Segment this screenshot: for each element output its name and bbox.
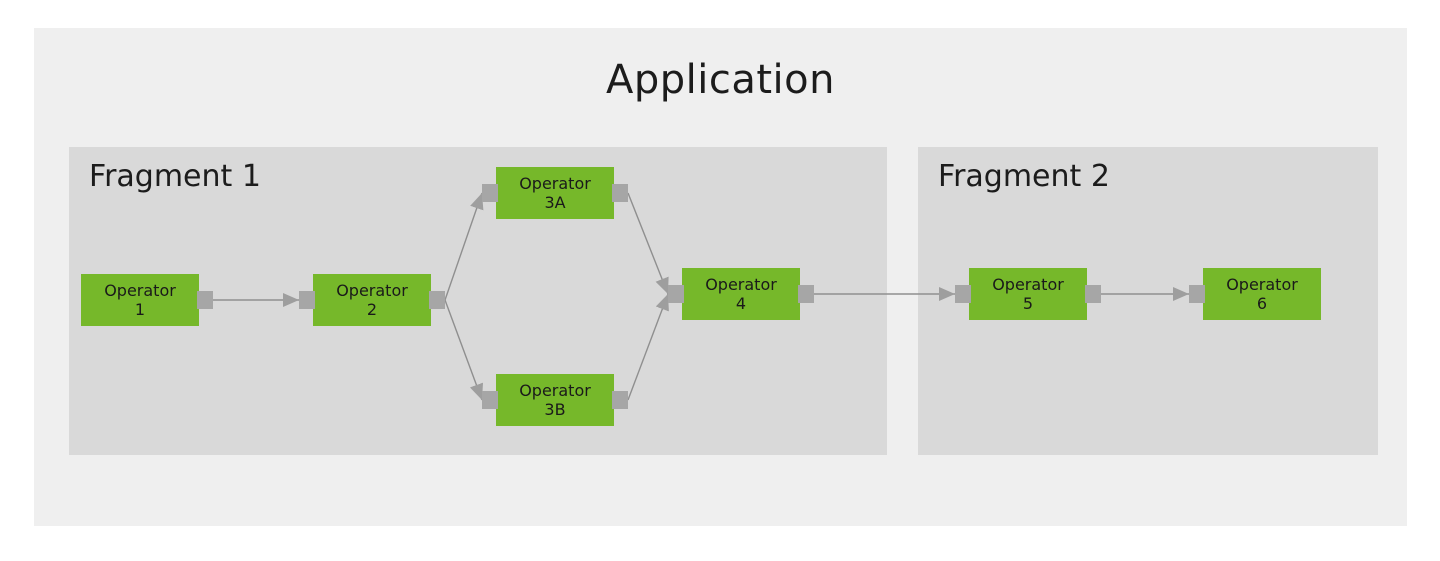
input-port [668,285,684,303]
application-title: Application [606,57,835,103]
output-port [798,285,814,303]
input-port [1189,285,1205,303]
operator-3a-label: Operator [519,174,591,193]
operator-2-label: Operator [336,281,408,300]
output-port [429,291,445,309]
input-port [299,291,315,309]
operator-6-label: Operator [1226,275,1298,294]
operator-4-box: Operator 4 [668,268,814,320]
operator-1-id: 1 [134,300,146,319]
output-port [612,391,628,409]
operator-3b-id: 3B [544,400,566,419]
operator-3a-id: 3A [544,193,566,212]
operator-4-label: Operator [705,275,777,294]
operator-1-label: Operator [104,281,176,300]
operator-2-box: Operator 2 [299,274,445,326]
fragment-2-label: Fragment 2 [938,159,1110,194]
operator-3b-box: Operator 3B [482,374,628,426]
operator-6-id: 6 [1256,294,1268,313]
operator-1-box: Operator 1 [81,274,213,326]
operator-3b-label: Operator [519,381,591,400]
output-port [612,184,628,202]
operator-5-id: 5 [1022,294,1034,313]
input-port [955,285,971,303]
operator-3a-box: Operator 3A [482,167,628,219]
input-port [482,184,498,202]
operator-6-box: Operator 6 [1189,268,1321,320]
operator-5-label: Operator [992,275,1064,294]
input-port [482,391,498,409]
output-port [1085,285,1101,303]
operator-5-box: Operator 5 [955,268,1101,320]
operator-4-id: 4 [735,294,747,313]
operator-2-id: 2 [366,300,378,319]
fragment-1-label: Fragment 1 [89,159,261,194]
output-port [197,291,213,309]
